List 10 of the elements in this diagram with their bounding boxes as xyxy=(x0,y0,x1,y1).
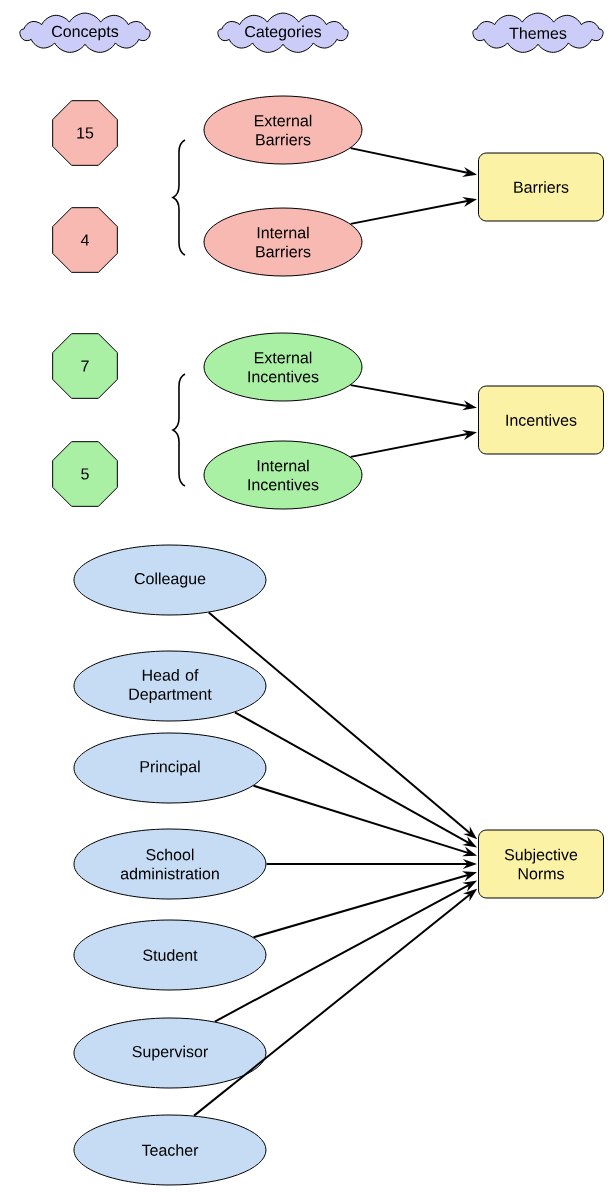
count-octagon: 5 xyxy=(52,441,118,507)
count-octagon: 15 xyxy=(52,100,118,166)
theme-box: Incentives xyxy=(478,385,604,455)
cloud-label: Themes xyxy=(472,12,604,53)
cloud-label: Concepts xyxy=(19,12,151,53)
count-octagon: 7 xyxy=(52,333,118,399)
cloud-label: Categories xyxy=(217,12,349,53)
theme-box: Subjective Norms xyxy=(478,829,604,899)
theme-box: Barriers xyxy=(478,152,604,222)
count-octagon: 4 xyxy=(52,207,118,273)
